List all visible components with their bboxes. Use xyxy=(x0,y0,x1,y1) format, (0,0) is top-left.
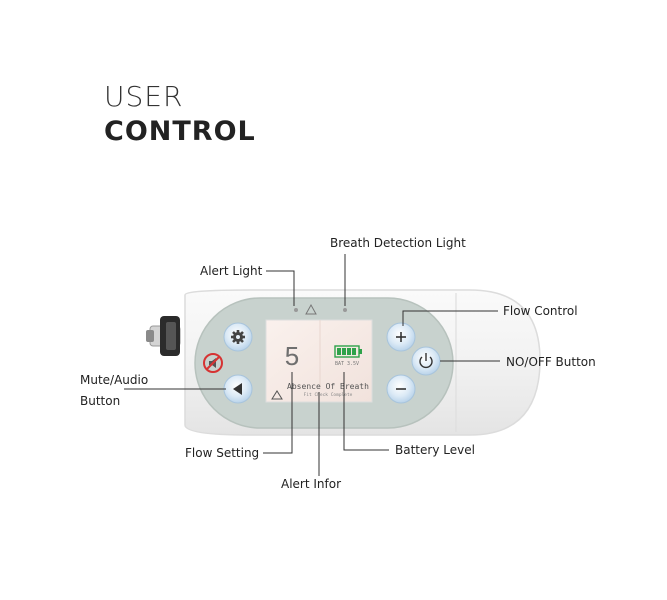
leader-lines xyxy=(124,254,500,476)
tube-connector xyxy=(146,316,181,356)
label-breath-detection-light: Breath Detection Light xyxy=(330,236,466,250)
flow-minus-button[interactable] xyxy=(386,374,416,404)
label-battery-level: Battery Level xyxy=(395,443,475,457)
alert-light-warning-icon xyxy=(305,303,317,315)
no-sound-icon xyxy=(203,353,223,373)
flow-setting-value: 5 xyxy=(285,341,299,371)
label-alert-infor: Alert Infor xyxy=(281,477,342,491)
alert-message: Absence Of Breath xyxy=(287,382,369,391)
battery-icon xyxy=(334,345,362,358)
display-screen xyxy=(265,319,373,403)
plus-icon xyxy=(396,332,406,342)
mute-audio-button[interactable] xyxy=(223,374,253,404)
power-icon xyxy=(419,353,433,369)
screen-warning-icon xyxy=(271,390,283,400)
label-on-off-button: NO/OFF Button xyxy=(506,355,596,369)
heading-control: CONTROL xyxy=(104,116,256,147)
breath-detection-light xyxy=(343,308,347,312)
alert-light xyxy=(294,308,298,312)
heading-user: USER xyxy=(104,80,184,113)
flow-plus-button[interactable] xyxy=(386,322,416,352)
label-mute-audio-1: Mute/Audio xyxy=(80,373,149,387)
label-flow-setting: Flow Setting xyxy=(185,446,260,460)
label-mute-audio-2: Button xyxy=(80,394,121,408)
alert-sub-message: Fit Check Complete xyxy=(304,392,353,398)
power-button[interactable] xyxy=(411,346,441,376)
speaker-icon xyxy=(233,383,242,395)
label-flow-control: Flow Control xyxy=(503,304,578,318)
gear-icon xyxy=(231,330,245,344)
settings-button[interactable] xyxy=(223,322,253,352)
battery-voltage-text: BAT 3.5V xyxy=(335,361,359,367)
label-alert-light: Alert Light xyxy=(200,264,263,278)
